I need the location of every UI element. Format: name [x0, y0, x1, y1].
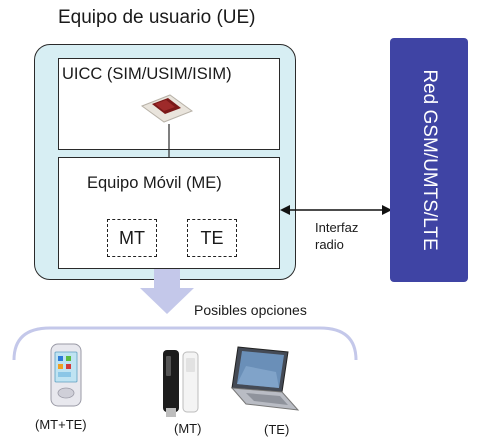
- device-caption-mt-te: (MT+TE): [35, 417, 87, 432]
- sim-card-icon: [140, 94, 194, 123]
- uicc-label: UICC (SIM/USIM/ISIM): [62, 65, 232, 83]
- ue-title: Equipo de usuario (UE): [58, 7, 256, 28]
- usb-modem-icon: [163, 350, 199, 417]
- radio-interface-line2: radio: [315, 237, 344, 252]
- device-caption-mt: (MT): [174, 421, 202, 436]
- laptop-icon: [230, 346, 300, 411]
- mt-box: MT: [107, 219, 157, 257]
- pda-phone-icon: [50, 343, 82, 407]
- me-label: Equipo Móvil (ME): [87, 174, 222, 192]
- te-box: TE: [187, 219, 237, 257]
- me-box: [58, 157, 280, 269]
- options-label: Posibles opciones: [194, 302, 307, 318]
- radio-interface-arrow: [280, 205, 392, 215]
- device-caption-te: (TE): [264, 422, 290, 437]
- radio-interface-line1: Interfaz: [315, 220, 359, 235]
- options-bracket: [12, 326, 358, 361]
- te-label: TE: [200, 227, 224, 248]
- mt-label: MT: [119, 227, 145, 248]
- network-box: [390, 38, 468, 282]
- radio-interface-label: Interfaz radio: [315, 219, 375, 253]
- network-label: Red GSM/UMTS/LTE: [419, 69, 440, 251]
